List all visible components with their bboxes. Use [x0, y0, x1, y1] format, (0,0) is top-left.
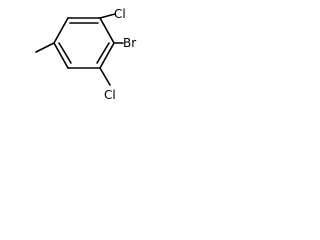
ring-bond-upper-right: [99, 17, 115, 44]
ring-bond-lower-left: [53, 42, 69, 69]
bond-to-chlorine-bottom: [99, 67, 111, 86]
ring-bond-lower-right: [99, 42, 115, 69]
bromine-label: Br: [123, 36, 136, 50]
ring-bond-lower-right-inner: [96, 42, 110, 64]
ring-bond-lower-left-inner: [58, 42, 72, 64]
chlorine-label-top: Cl: [114, 7, 126, 21]
chemical-structure-diagram: Cl Br Cl: [35, 7, 136, 102]
bond-to-methyl: [35, 42, 55, 53]
ring-bond-upper-left: [53, 17, 69, 44]
chlorine-label-bottom: Cl: [104, 88, 116, 102]
bond-to-chlorine-top: [99, 13, 116, 19]
